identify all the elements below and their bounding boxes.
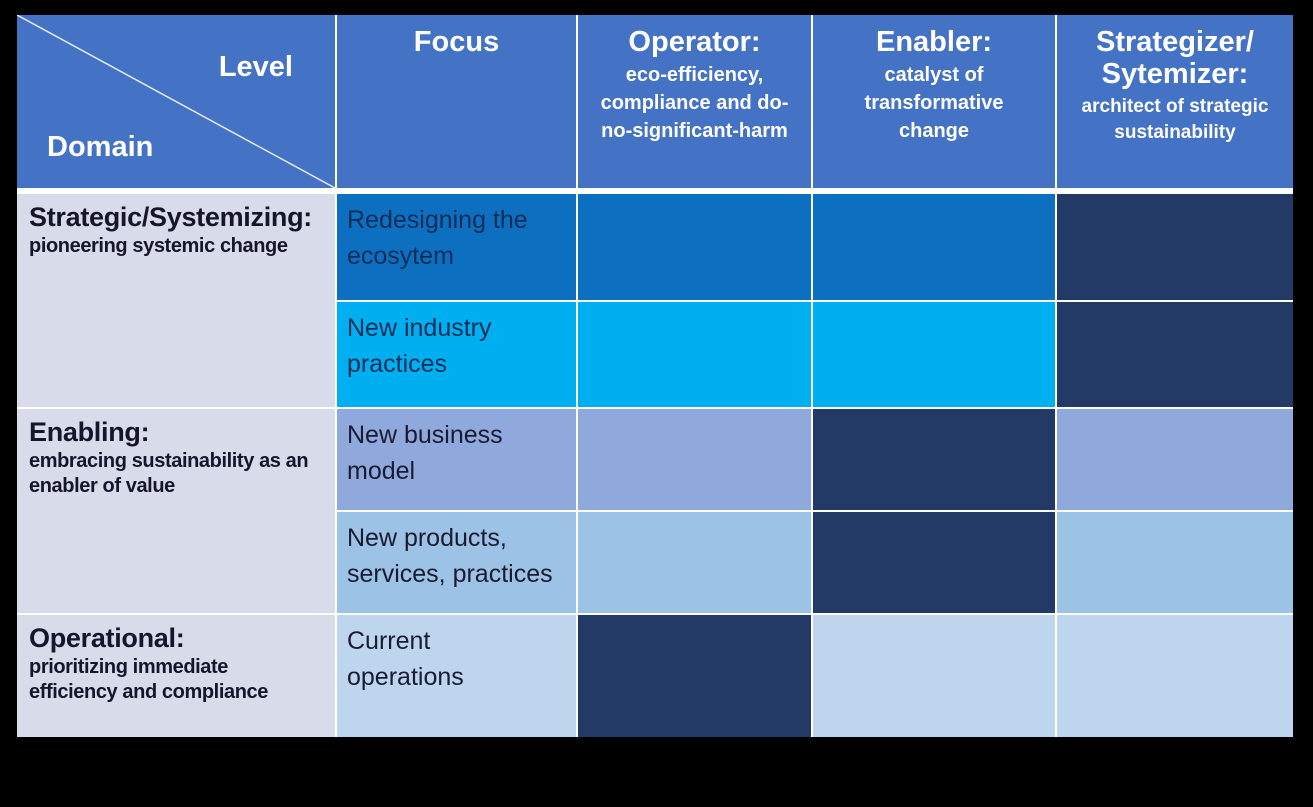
domain-operational-title: Operational: [29, 623, 185, 653]
header-strategizer: Strategizer/ Sytemizer: architect of str… [1057, 15, 1293, 192]
cell-newbusiness-operator [578, 409, 811, 510]
focus-cell-new-products-services: New products, services, practices [337, 512, 576, 613]
header-strategizer-title: Strategizer/ Sytemizer: [1096, 26, 1254, 91]
cell-currentops-strategizer [1057, 615, 1293, 737]
domain-operational-subtitle: prioritizing immediate efficiency and co… [29, 656, 268, 704]
domain-enabling-title: Enabling: [29, 417, 150, 447]
header-focus-title: Focus [413, 26, 500, 58]
header-strategizer-subtitle: architect of strategic sustainability [1081, 95, 1269, 143]
cell-newindustry-strategizer [1057, 302, 1293, 407]
focus-label: New industry practices [347, 314, 492, 378]
domain-cell-strategic: Strategic/Systemizing: pioneering system… [17, 194, 335, 407]
header-operator-title: Operator: [628, 26, 761, 58]
cell-newindustry-enabler [813, 302, 1055, 407]
cell-currentops-operator [578, 615, 811, 737]
focus-label: Redesigning the ecosytem [347, 206, 528, 270]
header-enabler-subtitle: catalyst of transformative change [864, 64, 1004, 143]
focus-cell-new-industry-practices: New industry practices [337, 302, 576, 407]
cell-redesigning-operator [578, 194, 811, 300]
level-label: Level [218, 51, 293, 83]
cell-newproducts-operator [578, 512, 811, 613]
domain-strategic-title: Strategic/Systemizing: [29, 202, 312, 232]
header-focus: Focus [337, 15, 576, 192]
cell-newbusiness-strategizer [1057, 409, 1293, 510]
focus-label: New business model [347, 421, 503, 485]
cell-newbusiness-enabler [813, 409, 1055, 510]
header-enabler-title: Enabler: [875, 26, 993, 58]
corner-diagonal-line [17, 15, 335, 188]
domain-label: Domain [47, 131, 154, 163]
domain-strategic-subtitle: pioneering systemic change [29, 235, 288, 258]
focus-cell-redesigning-ecosystem: Redesigning the ecosytem [337, 194, 576, 300]
header-corner-cell: Level Domain [17, 15, 335, 192]
domain-enabling-subtitle: embracing sustainability as an enabler o… [29, 450, 309, 498]
domain-cell-operational: Operational: prioritizing immediate effi… [17, 615, 335, 737]
focus-label: Current operations [347, 627, 464, 691]
cell-redesigning-enabler [813, 194, 1055, 300]
maturity-matrix-table: Level Domain Focus Operator: eco-efficie… [17, 15, 1293, 737]
cell-currentops-enabler [813, 615, 1055, 737]
header-operator-subtitle: eco-efficiency, compliance and do- no-si… [600, 64, 789, 143]
domain-cell-enabling: Enabling: embracing sustainability as an… [17, 409, 335, 613]
focus-label: New products, services, practices [347, 524, 553, 588]
cell-newindustry-operator [578, 302, 811, 407]
focus-cell-new-business-model: New business model [337, 409, 576, 510]
focus-cell-current-operations: Current operations [337, 615, 576, 737]
cell-newproducts-enabler [813, 512, 1055, 613]
cell-redesigning-strategizer [1057, 194, 1293, 300]
header-enabler: Enabler: catalyst of transformative chan… [813, 15, 1055, 192]
header-operator: Operator: eco-efficiency, compliance and… [578, 15, 811, 192]
cell-newproducts-strategizer [1057, 512, 1293, 613]
